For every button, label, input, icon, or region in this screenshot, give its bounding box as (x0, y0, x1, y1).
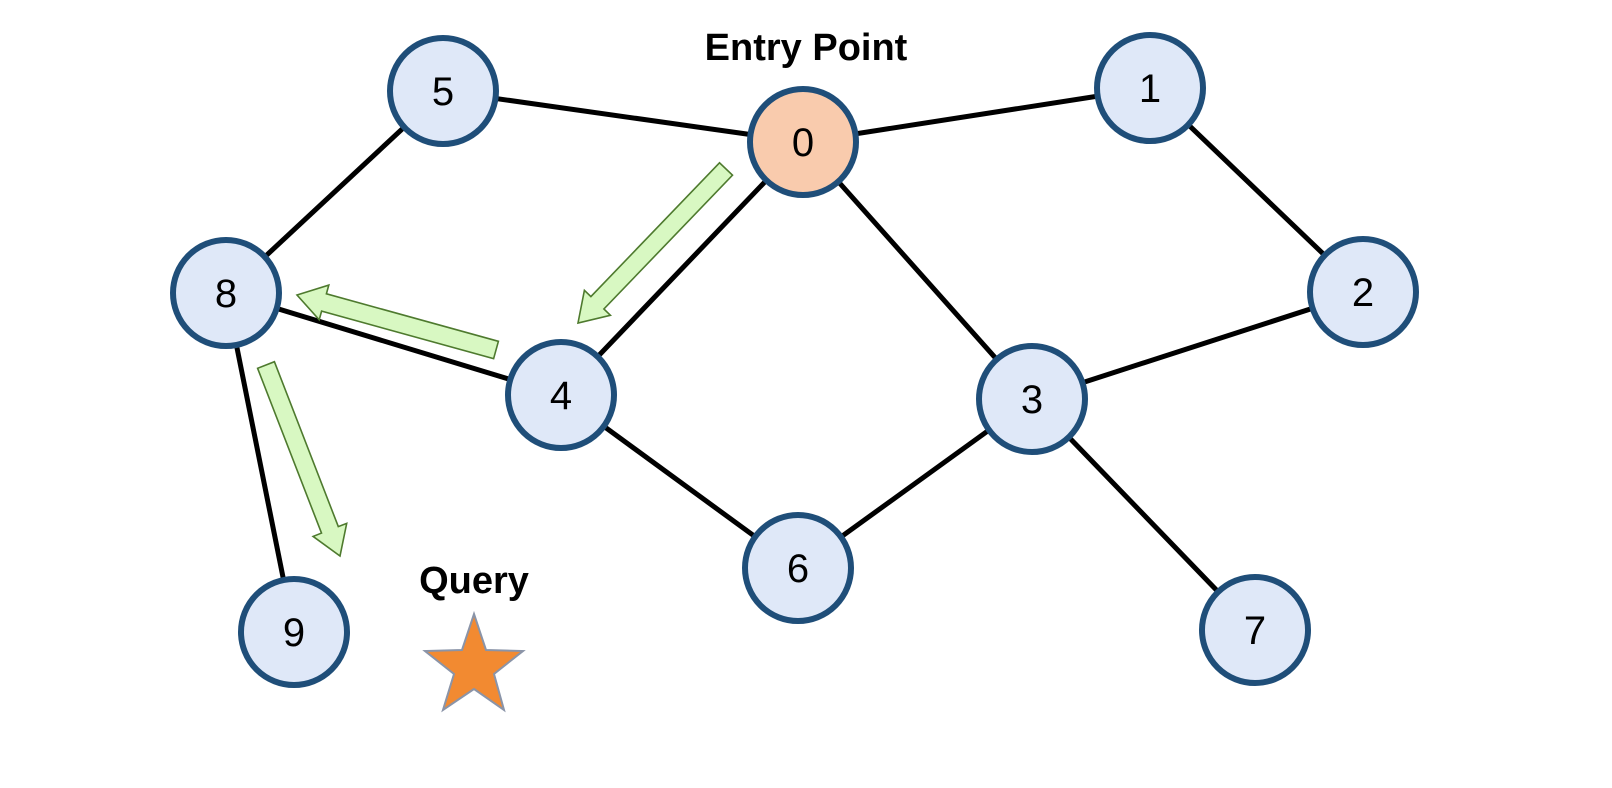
nodes-layer: 0 1 2 3 4 5 6 7 8 9 (170, 32, 1419, 688)
edge-0-4 (559, 140, 805, 397)
node-circle (747, 86, 859, 198)
node-3: 3 (976, 343, 1088, 455)
node-label: 0 (792, 121, 814, 165)
node-4: 4 (505, 339, 617, 451)
node-7: 7 (1199, 574, 1311, 686)
node-circle (1199, 574, 1311, 686)
node-label: 1 (1139, 67, 1161, 111)
node-6: 6 (742, 512, 854, 624)
node-label: 4 (550, 374, 572, 418)
node-label: 5 (432, 70, 454, 114)
node-label: 9 (283, 611, 305, 655)
node-5: 5 (387, 35, 499, 147)
edge-2-3 (1031, 289, 1364, 402)
node-label: 7 (1244, 609, 1266, 653)
query-label: Query (419, 560, 529, 602)
arrow-4-8 (295, 283, 500, 360)
node-circle (1094, 32, 1206, 144)
edge-0-5 (442, 88, 804, 145)
node-circle (170, 237, 282, 349)
entry-point-label: Entry Point (705, 27, 908, 69)
arrow-8-9 (256, 360, 348, 558)
node-8: 8 (170, 237, 282, 349)
node-label: 6 (787, 547, 809, 591)
node-circle (505, 339, 617, 451)
node-label: 8 (215, 272, 237, 316)
arrow-0-4 (576, 161, 734, 325)
node-circle (976, 343, 1088, 455)
edge-0-3 (801, 140, 1034, 401)
node-circle (742, 512, 854, 624)
star-icon (422, 610, 526, 713)
node-2: 2 (1307, 236, 1419, 348)
node-0: 0 (747, 86, 859, 198)
node-circle (238, 576, 350, 688)
node-circle (1307, 236, 1419, 348)
node-label: 2 (1352, 271, 1374, 315)
edge-4-8 (225, 290, 562, 398)
edge-0-1 (802, 85, 1151, 145)
edge-8-9 (223, 292, 297, 633)
node-circle (387, 35, 499, 147)
node-9: 9 (238, 576, 350, 688)
node-label: 3 (1021, 378, 1043, 422)
search-path-arrows (256, 161, 734, 558)
node-1: 1 (1094, 32, 1206, 144)
